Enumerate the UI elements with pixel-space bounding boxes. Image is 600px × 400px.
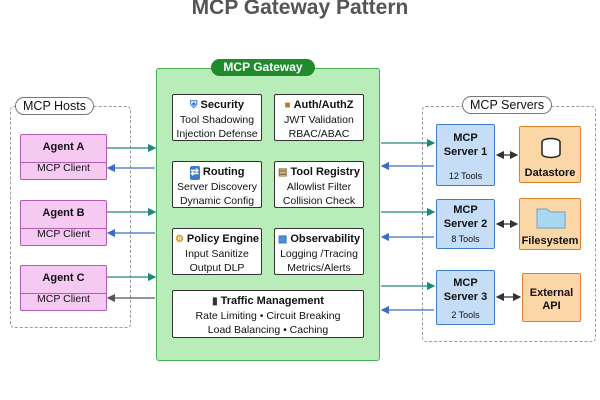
- card-line: Injection Defense: [176, 128, 258, 140]
- mcp-servers-label: MCP Servers: [462, 96, 553, 114]
- card-title: Policy Engine: [186, 233, 260, 245]
- gears-icon: ⚙: [174, 234, 184, 245]
- card-title: Auth/AuthZ: [293, 99, 354, 111]
- server-name: Server 3: [443, 291, 488, 303]
- clipboard-icon: ▤: [278, 167, 288, 178]
- tool-count: 12 Tools: [448, 171, 483, 181]
- card-title: Security: [200, 99, 244, 111]
- database-icon: [541, 137, 561, 159]
- traffic-light-icon: ▮: [212, 296, 218, 307]
- mcp-server-3-box[interactable]: MCP Server 3 2 Tools: [436, 270, 495, 325]
- card-line: Logging /Tracing: [280, 248, 358, 260]
- shield-icon: ⛨: [190, 100, 198, 111]
- card-title: Tool Registry: [290, 166, 360, 178]
- resource-label: Datastore: [524, 167, 576, 179]
- agent-name: Agent C: [42, 272, 85, 284]
- server-name: Server 2: [443, 218, 488, 230]
- agent-client: MCP Client: [37, 293, 90, 305]
- chart-icon: ▩: [277, 234, 288, 245]
- agent-a-box[interactable]: Agent A MCP Client: [20, 134, 107, 180]
- agent-client: MCP Client: [37, 228, 90, 240]
- observability-card[interactable]: ▩Observability Logging /Tracing Metrics/…: [274, 228, 364, 275]
- agent-divider: [21, 162, 106, 163]
- resource-label: External: [529, 287, 574, 299]
- agent-divider: [21, 228, 106, 229]
- resource-label: API: [542, 300, 561, 312]
- server-name: Server 1: [443, 146, 488, 158]
- tool-count: 8 Tools: [451, 234, 480, 244]
- agent-name: Agent B: [42, 207, 85, 219]
- mcp-server-1-box[interactable]: MCP Server 1 12 Tools: [436, 124, 495, 186]
- card-line: JWT Validation: [284, 114, 354, 126]
- server-name: MCP: [453, 277, 478, 289]
- card-line: RBAC/ABAC: [288, 128, 350, 140]
- mcp-server-2-box[interactable]: MCP Server 2 8 Tools: [436, 199, 495, 249]
- mcp-hosts-label: MCP Hosts: [15, 97, 94, 115]
- card-line: Allowlist Filter: [286, 181, 352, 193]
- lock-icon: ■: [284, 100, 291, 111]
- card-title: Observability: [290, 233, 361, 245]
- card-line: Dynamic Config: [179, 195, 255, 207]
- resource-label: Filesystem: [521, 235, 579, 247]
- card-line: Server Discovery: [177, 181, 257, 193]
- card-line: Load Balancing • Caching: [207, 324, 329, 336]
- card-line: Tool Shadowing: [179, 114, 255, 126]
- agent-name: Agent A: [42, 141, 85, 153]
- external-api-box[interactable]: External API: [522, 273, 581, 322]
- card-line: Input Sanitize: [185, 248, 249, 260]
- card-line: Collision Check: [282, 195, 356, 207]
- agent-divider: [21, 293, 106, 294]
- folder-icon: [536, 208, 566, 229]
- tool-registry-card[interactable]: ▤Tool Registry Allowlist Filter Collisio…: [274, 161, 364, 208]
- card-line: Metrics/Alerts: [287, 262, 351, 274]
- diagram-title: MCP Gateway Pattern: [191, 0, 409, 19]
- server-name: MCP: [453, 132, 478, 144]
- card-line: Rate Limiting • Circuit Breaking: [195, 310, 341, 322]
- card-line: Output DLP: [189, 262, 245, 274]
- routing-icon: ⇄: [189, 166, 200, 180]
- card-title: Routing: [202, 166, 245, 178]
- server-name: MCP: [453, 204, 478, 216]
- auth-card[interactable]: ■Auth/AuthZ JWT Validation RBAC/ABAC: [274, 94, 364, 141]
- tool-count: 2 Tools: [451, 310, 480, 320]
- policy-engine-card[interactable]: ⚙Policy Engine Input Sanitize Output DLP: [172, 228, 262, 275]
- mcp-gateway-label: MCP Gateway: [211, 59, 315, 76]
- agent-b-box[interactable]: Agent B MCP Client: [20, 200, 107, 246]
- traffic-management-card[interactable]: ▮Traffic Management Rate Limiting • Circ…: [172, 290, 364, 338]
- security-card[interactable]: ⛨Security Tool Shadowing Injection Defen…: [172, 94, 262, 141]
- agent-client: MCP Client: [37, 162, 90, 174]
- routing-card[interactable]: ⇄Routing Server Discovery Dynamic Config: [172, 161, 262, 208]
- datastore-box[interactable]: Datastore: [519, 126, 581, 183]
- agent-c-box[interactable]: Agent C MCP Client: [20, 265, 107, 311]
- filesystem-box[interactable]: Filesystem: [519, 198, 581, 250]
- card-title: Traffic Management: [220, 295, 324, 307]
